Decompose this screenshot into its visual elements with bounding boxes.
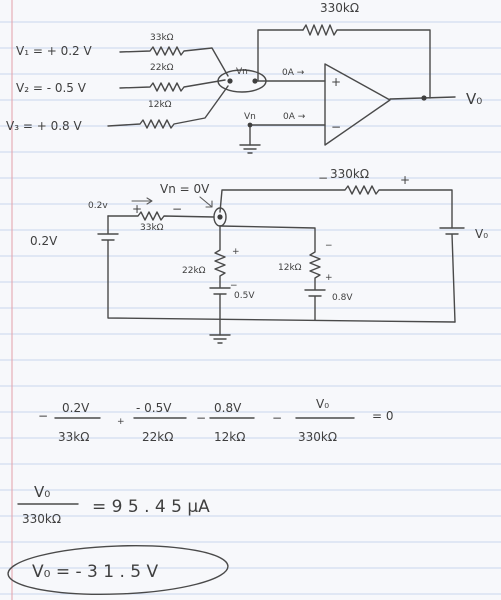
r1-label: 33kΩ <box>150 33 174 43</box>
r1-resistor <box>119 46 229 77</box>
left-minus: − <box>172 202 182 216</box>
eq-equals-zero: = 0 <box>372 409 394 423</box>
top-res-label: 330kΩ <box>330 167 369 181</box>
right-branch <box>219 225 326 321</box>
opamp-triangle <box>324 63 391 146</box>
mid-plus: + <box>232 247 240 257</box>
vn-zero-label: Vn = 0V <box>160 182 210 196</box>
node-equation: − 0.2V 33kΩ + - 0.5V 22kΩ − 0.8V 12kΩ − … <box>38 397 394 444</box>
result-block: V₀ 330kΩ = 9 5 . 4 5 μA V₀ = - 3 1 . 5 V <box>7 483 229 595</box>
rf-label: 330kΩ <box>320 1 359 15</box>
term2-denominator: 22kΩ <box>142 430 173 444</box>
minus-input-label: − <box>331 120 341 134</box>
equivalent-circuit: Vn = 0V 330kΩ − + 0.2V 0.2v 33kΩ + − 22k… <box>30 167 488 344</box>
inv-input-wire <box>249 124 326 146</box>
term3-denominator: 12kΩ <box>214 430 245 444</box>
top-feedback-branch <box>219 185 453 229</box>
oa-bottom-label: 0A → <box>283 112 306 122</box>
left-source-label: 0.2V <box>30 234 58 248</box>
term4-denominator: 330kΩ <box>298 430 337 444</box>
top-minus: − <box>318 171 328 185</box>
r2-label: 22kΩ <box>150 63 174 73</box>
mid-src-label: 0.5V <box>234 291 255 301</box>
right-res-label: 12kΩ <box>278 263 302 273</box>
feedback-wire-left <box>257 29 304 82</box>
plus-input-label: + <box>331 75 341 89</box>
output-node-dot <box>421 95 427 101</box>
term3-numerator: 0.8V <box>214 401 242 415</box>
v3-label: V₃ = + 0.8 V <box>6 119 82 133</box>
result-current: = 9 5 . 4 5 μA <box>92 497 210 517</box>
vout-label: V₀ <box>466 90 482 108</box>
final-answer: V₀ = - 3 1 . 5 V <box>32 562 159 582</box>
node-dot <box>217 214 223 220</box>
mid-res-label: 22kΩ <box>182 266 206 276</box>
eq-op2: − <box>196 411 206 425</box>
node-dot <box>252 78 258 84</box>
node-dot <box>247 122 253 128</box>
vn-arrow <box>199 196 213 208</box>
result-frac-denominator: 330kΩ <box>22 512 61 526</box>
eq-op3: − <box>272 411 282 425</box>
right-minus: − <box>325 241 333 251</box>
term2-numerator: - 0.5V <box>136 401 172 415</box>
middle-branch <box>209 225 231 336</box>
opamp-summer-circuit: V₁ = + 0.2 V V₂ = - 0.5 V V₃ = + 0.8 V 3… <box>6 1 482 154</box>
right-src-label: 0.8V <box>332 293 353 303</box>
r3-resistor <box>107 85 229 129</box>
term4-numerator: V₀ <box>316 397 329 411</box>
feedback-resistor <box>302 24 431 99</box>
r2-resistor <box>119 79 226 92</box>
current-arrow <box>131 197 153 205</box>
left-res-label: 33kΩ <box>140 223 164 233</box>
eq-lead-sign: − <box>38 409 48 423</box>
term1-denominator: 33kΩ <box>58 430 89 444</box>
left-plus: + <box>132 202 142 216</box>
ground-icon <box>209 334 231 344</box>
vn-bottom-label: Vn <box>244 112 256 122</box>
right-plus: + <box>325 273 333 283</box>
eq-op1: + <box>117 417 125 427</box>
term1-numerator: 0.2V <box>62 401 90 415</box>
mid-minus: − <box>230 281 238 291</box>
v2-label: V₂ = - 0.5 V <box>16 81 87 95</box>
oa-top-label: 0A → <box>282 68 305 78</box>
top-plus: + <box>400 173 410 187</box>
node-dot <box>227 78 233 84</box>
result-frac-numerator: V₀ <box>34 483 50 501</box>
left-33k-resistor <box>107 211 215 221</box>
left-source-wire <box>97 215 456 323</box>
ground-icon <box>239 144 261 154</box>
v1-label: V₁ = + 0.2 V <box>16 44 92 58</box>
vout-label-2: V₀ <box>475 227 488 241</box>
r3-label: 12kΩ <box>148 100 172 110</box>
left-drop-label: 0.2v <box>88 201 108 211</box>
vout-source <box>439 227 465 323</box>
vn-top-label: Vn <box>236 67 248 77</box>
final-answer-circle <box>7 545 229 595</box>
